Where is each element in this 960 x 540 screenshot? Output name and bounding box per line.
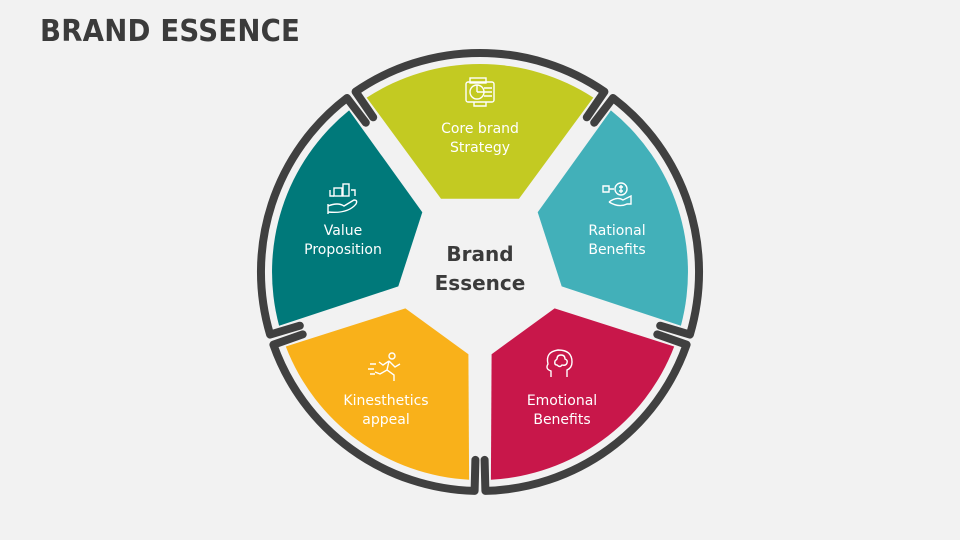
ring-bracket bbox=[269, 330, 480, 495]
label-line: Benefits bbox=[588, 242, 646, 258]
label-line: Value bbox=[323, 223, 363, 239]
label-line: Benefits bbox=[533, 412, 591, 428]
segment-emotional bbox=[480, 308, 691, 495]
center-line-2: Essence bbox=[434, 271, 526, 295]
slide-title: BRAND ESSENCE bbox=[40, 14, 301, 49]
ring-bracket bbox=[256, 94, 370, 339]
segment-shape bbox=[537, 110, 688, 326]
segment-value bbox=[256, 94, 423, 339]
ring-bracket bbox=[351, 48, 609, 122]
segment-shape bbox=[366, 64, 594, 199]
label-line: appeal bbox=[362, 412, 410, 428]
segment-shape bbox=[272, 110, 423, 326]
segment-kinesthetics bbox=[269, 308, 480, 495]
label-line: Strategy bbox=[450, 140, 510, 156]
center-line-1: Brand bbox=[446, 242, 514, 266]
label-line: Kinesthetics bbox=[343, 393, 429, 409]
label-line: Proposition bbox=[304, 242, 382, 258]
label-line: Rational bbox=[588, 223, 646, 239]
segment-core-brand bbox=[351, 48, 609, 199]
segment-rational bbox=[537, 94, 704, 339]
ring-bracket bbox=[480, 330, 691, 495]
money-hand-icon bbox=[602, 182, 632, 207]
label-line: Core brand bbox=[441, 121, 519, 137]
label-line: Emotional bbox=[526, 393, 598, 409]
center-label: Brand Essence bbox=[420, 240, 540, 298]
strategy-monitor-icon bbox=[465, 77, 495, 107]
segment-shape bbox=[490, 308, 675, 480]
ring-bracket bbox=[590, 94, 704, 339]
running-person-icon bbox=[368, 352, 401, 381]
segment-label-kinesthetics-appeal: Kinesthetics appeal bbox=[316, 392, 456, 430]
brain-head-icon bbox=[546, 349, 573, 377]
segment-shape bbox=[285, 308, 470, 480]
value-hand-icon bbox=[327, 183, 358, 214]
